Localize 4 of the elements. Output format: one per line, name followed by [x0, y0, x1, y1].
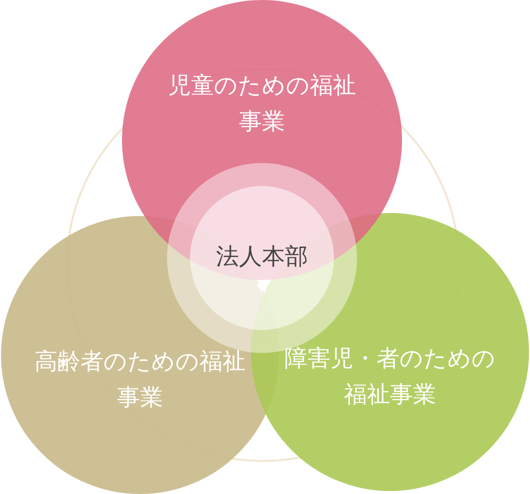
circle-label: 障害児・者のための福祉事業	[284, 345, 496, 410]
center-label: 法人本部	[216, 243, 308, 272]
circle-label: 児童のための福祉事業	[167, 72, 357, 137]
circle-label: 高齢者のための福祉事業	[34, 348, 246, 413]
